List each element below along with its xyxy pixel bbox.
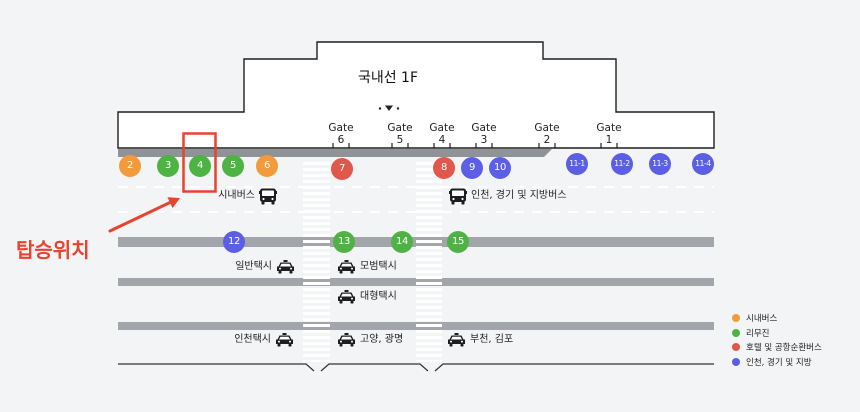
gate-number: 6 (337, 134, 345, 146)
legend-dot (732, 343, 740, 352)
stop-marker: 8 (433, 157, 455, 179)
crosswalk (303, 159, 330, 362)
taxi-icon (448, 333, 465, 347)
stop-marker: 13 (333, 231, 355, 253)
legend-label: 시내버스 (746, 314, 778, 325)
legend-item-city-bus: 시내버스 (732, 311, 822, 326)
gate-label: Gate (534, 122, 560, 134)
zone-deluxe-taxi: 모범택시 (337, 258, 397, 276)
zone-label: 고양, 광명 (360, 334, 404, 345)
legend-dot (732, 357, 740, 366)
legend-item-regional-bus: 인천, 경기 및 지방 (732, 355, 822, 370)
stop-marker: 12 (223, 231, 245, 253)
zone-label: 인천, 경기 및 지방버스 (471, 190, 567, 201)
gate-label: Gate (471, 122, 497, 134)
curb-sidewalk (118, 149, 552, 157)
stop-marker: 3 (157, 155, 179, 177)
bus-icon (449, 188, 467, 204)
gate-number: 1 (605, 134, 613, 146)
stop-marker: 15 (447, 231, 469, 253)
legend-item-hotel-shuttle: 호텔 및 공항순환버스 (732, 340, 822, 355)
stop-marker: 5 (222, 155, 244, 177)
terminal-title: 국내선 1F (357, 70, 419, 86)
gate-number: 2 (543, 134, 551, 146)
gate-number: 5 (396, 134, 404, 146)
entrance-marker-icon (378, 105, 400, 111)
stop-marker: 11-4 (692, 153, 714, 175)
zone-large-taxi: 대형택시 (337, 288, 397, 306)
legend-label: 인천, 경기 및 지방 (746, 357, 812, 368)
legend-dot (732, 328, 740, 337)
legend-dot (732, 314, 740, 323)
road-edge (434, 363, 714, 372)
zone-regional-bus: 인천, 경기 및 지방버스 (449, 187, 567, 205)
stop-marker: 11-1 (566, 153, 588, 175)
gate-door-ticks (332, 143, 618, 148)
road-edge (118, 363, 315, 372)
taxi-icon (338, 333, 355, 347)
stop-marker: 6 (256, 155, 278, 177)
zone-label: 부천, 김포 (470, 334, 514, 345)
zone-label: 모범택시 (360, 261, 397, 272)
legend-item-limousine: 리무진 (732, 326, 822, 341)
gate-number: 4 (438, 134, 446, 146)
stop-marker: 4 (189, 155, 211, 177)
gate-label: Gate (328, 122, 354, 134)
zone-goyang-gwangmyeong-taxi: 고양, 광명 (337, 331, 403, 349)
taxi-icon (338, 290, 355, 304)
road-edge (320, 363, 429, 372)
legend: 시내버스 리무진 호텔 및 공항순환버스 인천, 경기 및 지방 (732, 311, 822, 369)
zone-bucheon-gimpo-taxi: 부천, 김포 (447, 331, 513, 349)
stop-marker: 7 (331, 158, 353, 180)
bus-icon (259, 188, 277, 204)
zone-regular-taxi: 일반택시 (235, 258, 295, 276)
legend-label: 리무진 (746, 328, 770, 339)
stop-marker: 10 (489, 157, 511, 179)
zone-city-bus: 시내버스 (218, 187, 277, 205)
zone-label: 일반택시 (235, 261, 272, 272)
zone-incheon-taxi: 인천택시 (234, 331, 294, 349)
gate-label: Gate (596, 122, 622, 134)
crosswalk (416, 159, 442, 362)
taxi-icon (338, 260, 355, 274)
gate-number: 3 (480, 134, 488, 146)
boarding-location-label: 탑승위치 (16, 238, 90, 262)
taxi-icon (277, 260, 294, 274)
zone-label: 대형택시 (360, 291, 397, 302)
stop-marker: 9 (461, 157, 483, 179)
stop-marker: 11-3 (649, 153, 671, 175)
legend-label: 호텔 및 공항순환버스 (746, 343, 822, 354)
terminal-building (117, 41, 715, 149)
zone-label: 인천택시 (234, 334, 271, 345)
zone-label: 시내버스 (218, 190, 255, 201)
stop-marker: 2 (119, 155, 141, 177)
stop-marker: 14 (391, 231, 413, 253)
taxi-icon (276, 333, 293, 347)
gate-label: Gate (429, 122, 455, 134)
stop-marker: 11-2 (611, 153, 633, 175)
gate-label: Gate (387, 122, 413, 134)
